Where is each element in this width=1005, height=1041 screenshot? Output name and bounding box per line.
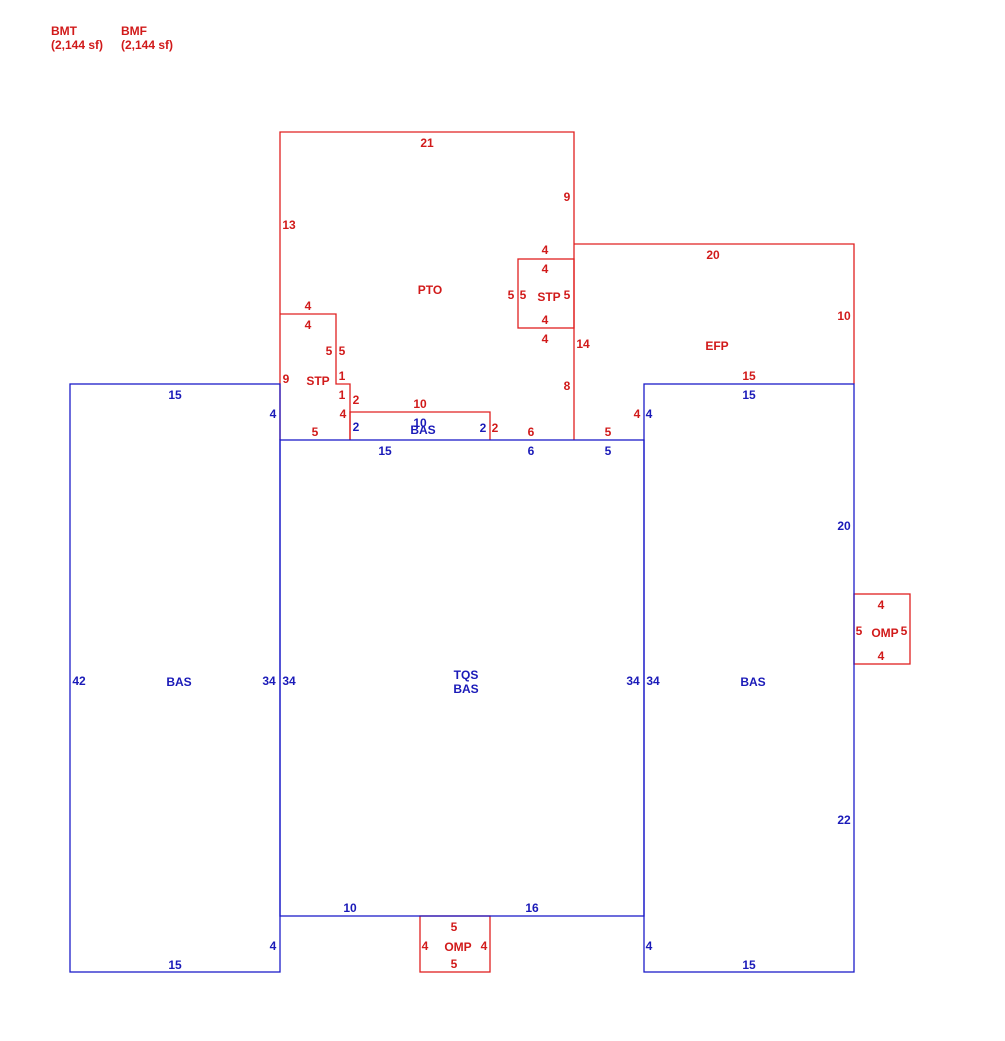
stp-left-label: STP [306, 374, 329, 388]
dim-label: 15 [742, 388, 756, 402]
dim-label: 4 [878, 649, 885, 663]
dim-label: 15 [742, 958, 756, 972]
dim-label: 5 [520, 288, 527, 302]
legend-code-bmf: BMF [121, 24, 147, 38]
dim-label: 6 [528, 444, 535, 458]
dim-label: 5 [339, 344, 346, 358]
dim-label: 34 [262, 674, 276, 688]
dim-label: 15 [168, 388, 182, 402]
dim-label: 10 [343, 901, 357, 915]
legend-area-bmf: (2,144 sf) [121, 38, 173, 52]
dim-label: 34 [282, 674, 296, 688]
dim-label: 6 [528, 425, 535, 439]
dim-label: 34 [626, 674, 640, 688]
dim-label: 10 [413, 416, 427, 430]
tqs-center-label: TQS [454, 668, 479, 682]
dim-label: 5 [605, 425, 612, 439]
efp-label: EFP [705, 339, 728, 353]
bas-center-label: BAS [453, 682, 478, 696]
dim-label: 4 [878, 598, 885, 612]
dim-label: 4 [422, 939, 429, 953]
dim-label: 5 [901, 624, 908, 638]
dim-label: 5 [605, 444, 612, 458]
dim-label: 4 [542, 243, 549, 257]
dim-label: 4 [305, 318, 312, 332]
dim-label: 1 [339, 388, 346, 402]
dim-label: 5 [508, 288, 515, 302]
dim-label: 9 [564, 190, 571, 204]
dim-label: 22 [837, 813, 851, 827]
dim-label: 4 [270, 939, 277, 953]
dim-label: 10 [413, 397, 427, 411]
dim-label: 20 [837, 519, 851, 533]
dim-label: 9 [283, 372, 290, 386]
dim-label: 4 [646, 939, 653, 953]
dim-label: 2 [480, 421, 487, 435]
dim-label: 13 [282, 218, 296, 232]
dim-label: 2 [353, 420, 360, 434]
dim-label: 10 [837, 309, 851, 323]
bas-left-label: BAS [166, 675, 191, 689]
dim-label: 4 [481, 939, 488, 953]
stp-right-outline [517, 258, 575, 329]
dim-label: 5 [312, 425, 319, 439]
dim-label: 5 [856, 624, 863, 638]
dim-label: 4 [542, 313, 549, 327]
dim-label: 4 [542, 262, 549, 276]
dim-label: 15 [742, 369, 756, 383]
dim-label: 4 [634, 407, 641, 421]
legend-code-bmt: BMT [51, 24, 78, 38]
dim-label: 20 [706, 248, 720, 262]
dim-label: 42 [72, 674, 86, 688]
bas-small-label: BAS [410, 423, 435, 437]
dim-label: 16 [525, 901, 539, 915]
dim-label: 2 [353, 393, 360, 407]
omp-bottom-label: OMP [444, 940, 471, 954]
dim-label: 4 [340, 407, 347, 421]
dim-label: 15 [378, 444, 392, 458]
dim-label: 5 [326, 344, 333, 358]
bas-right-label: BAS [740, 675, 765, 689]
dim-label: 4 [270, 407, 277, 421]
pto-label: PTO [418, 283, 442, 297]
dim-label: 34 [646, 674, 660, 688]
bas-right-outline [643, 383, 855, 973]
dim-label: 2 [492, 421, 499, 435]
omp-right-label: OMP [871, 626, 898, 640]
dim-label: 5 [564, 288, 571, 302]
dim-label: 15 [168, 958, 182, 972]
dim-label: 4 [305, 299, 312, 313]
dim-label: 5 [451, 920, 458, 934]
stp-left-outline [280, 313, 351, 440]
dim-label: 5 [451, 957, 458, 971]
dim-label: 8 [564, 379, 571, 393]
dim-label: 4 [646, 407, 653, 421]
efp-outline [574, 243, 855, 384]
legend-area-bmt: (2,144 sf) [51, 38, 103, 52]
stp-right-label: STP [537, 290, 560, 304]
dim-label: 1 [339, 369, 346, 383]
dim-label: 14 [576, 337, 590, 351]
dim-label: 4 [542, 332, 549, 346]
bas-small-outline [349, 411, 491, 440]
dim-label: 21 [420, 136, 434, 150]
